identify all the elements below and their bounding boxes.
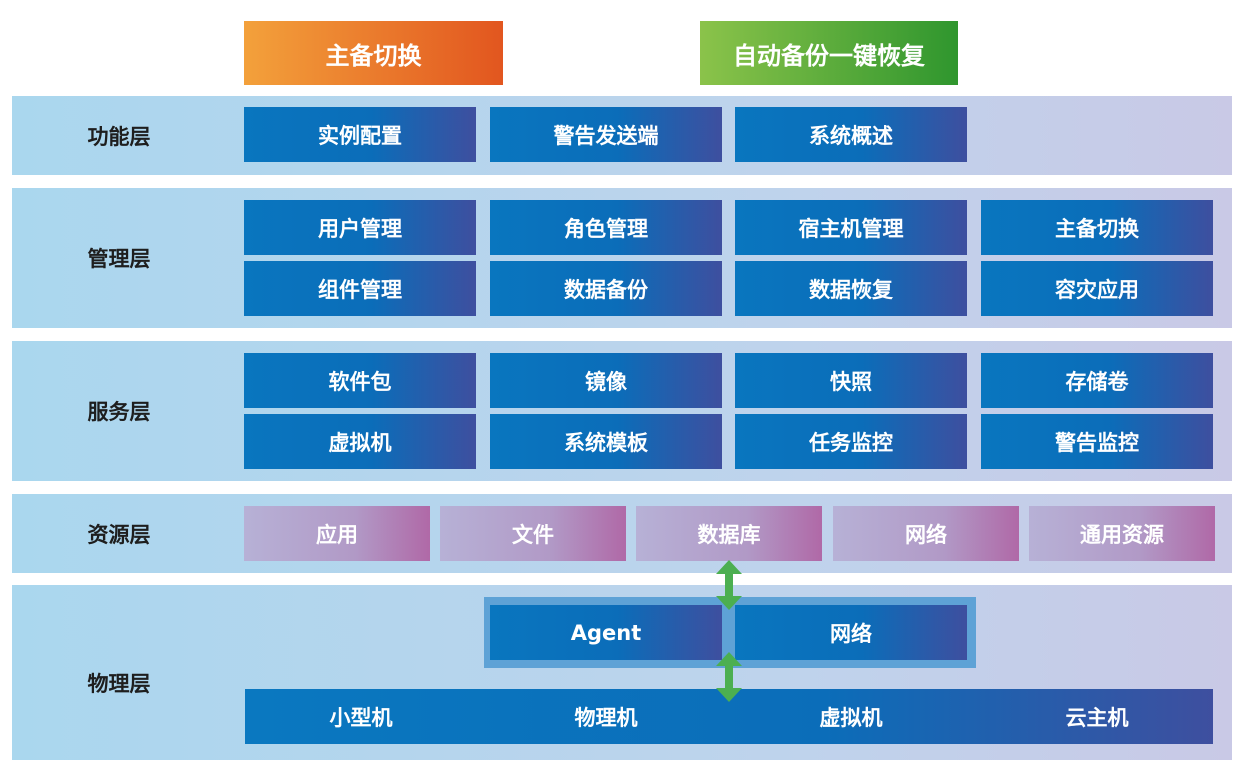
resource-file-box[interactable]: 文件 — [440, 506, 626, 561]
task-monitor-box[interactable]: 任务监控 — [735, 414, 967, 469]
failover-button[interactable]: 主备切换 — [244, 21, 503, 85]
host-management-box[interactable]: 宿主机管理 — [735, 200, 967, 255]
minicomputer-label[interactable]: 小型机 — [329, 705, 393, 730]
failover-box[interactable]: 主备切换 — [981, 200, 1213, 255]
resource-layer-label: 资源层 — [87, 522, 151, 547]
component-management-box[interactable]: 组件管理 — [244, 261, 476, 316]
service-layer-label: 服务层 — [87, 400, 151, 424]
system-overview-box[interactable]: 系统概述 — [735, 107, 967, 162]
role-management-box[interactable]: 角色管理 — [490, 200, 722, 255]
arrow-resource-agent-icon — [716, 560, 742, 610]
storage-volume-box[interactable]: 存储卷 — [981, 353, 1213, 408]
instance-config-box[interactable]: 实例配置 — [244, 107, 476, 162]
physical-network-box[interactable]: 网络 — [735, 605, 967, 660]
resource-application-box[interactable]: 应用 — [244, 506, 430, 561]
virtual-machine-box[interactable]: 虚拟机 — [244, 414, 476, 469]
system-template-box[interactable]: 系统模板 — [490, 414, 722, 469]
function-layer-label: 功能层 — [87, 124, 151, 149]
auto-backup-restore-button[interactable]: 自动备份一键恢复 — [700, 21, 958, 85]
cloud-host-label[interactable]: 云主机 — [1065, 705, 1129, 730]
arrow-agent-hardware-icon — [716, 652, 742, 702]
software-package-box[interactable]: 软件包 — [244, 353, 476, 408]
data-restore-box[interactable]: 数据恢复 — [735, 261, 967, 316]
physical-machine-label[interactable]: 物理机 — [574, 705, 638, 730]
physical-layer-label: 物理层 — [87, 671, 151, 696]
data-backup-box[interactable]: 数据备份 — [490, 261, 722, 316]
snapshot-box[interactable]: 快照 — [735, 353, 967, 408]
resource-general-box[interactable]: 通用资源 — [1029, 506, 1215, 561]
management-layer-label: 管理层 — [87, 247, 151, 271]
resource-database-box[interactable]: 数据库 — [636, 506, 822, 561]
alert-monitor-box[interactable]: 警告监控 — [981, 414, 1213, 469]
disaster-recovery-box[interactable]: 容灾应用 — [981, 261, 1213, 316]
virtual-machine-label[interactable]: 虚拟机 — [819, 705, 883, 730]
alert-sender-box[interactable]: 警告发送端 — [490, 107, 722, 162]
resource-network-box[interactable]: 网络 — [833, 506, 1019, 561]
user-management-box[interactable]: 用户管理 — [244, 200, 476, 255]
agent-box[interactable]: Agent — [490, 605, 722, 660]
image-box[interactable]: 镜像 — [490, 353, 722, 408]
